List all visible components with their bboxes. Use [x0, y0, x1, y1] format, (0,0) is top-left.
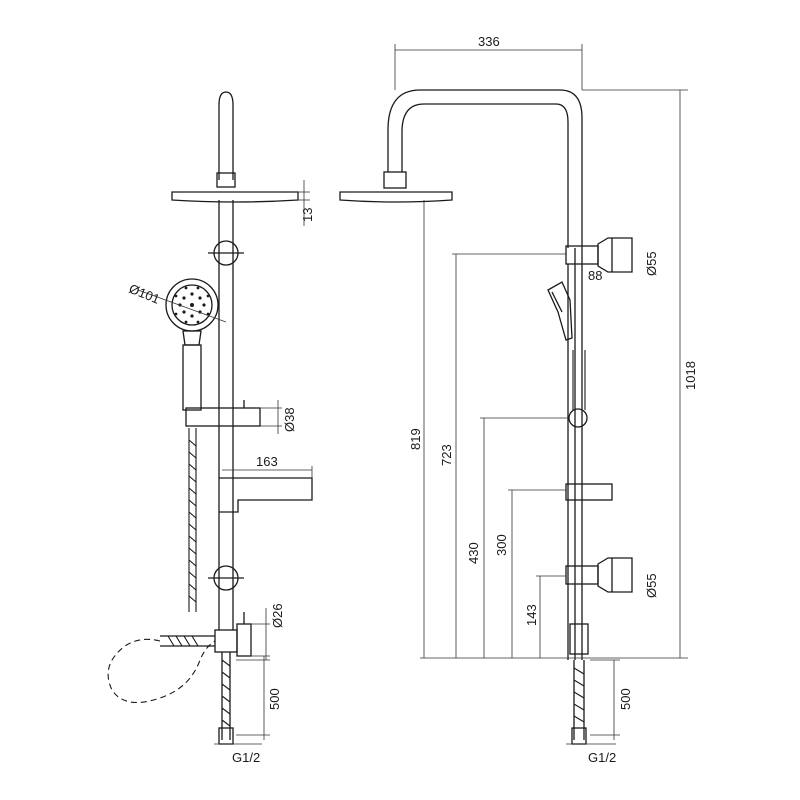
left-riser-pipe	[218, 91, 234, 180]
dim-shelf-length: 163	[256, 454, 278, 469]
dim-outlet-length-right: 500	[618, 688, 633, 710]
hand-shower-detail	[551, 291, 563, 313]
dim-top-bracket-height: 723	[439, 444, 454, 466]
dim-head-height: 819	[408, 428, 423, 450]
hand-shower-nozzles	[174, 286, 210, 324]
dim-outlet-length-left: 500	[267, 688, 282, 710]
hand-shower-neck	[182, 330, 202, 346]
right-outlet-braid	[573, 667, 585, 723]
dim-head-thickness: 13	[300, 208, 315, 222]
dim-shelf-height: 300	[494, 534, 509, 556]
bottom-wall-bracket	[597, 557, 633, 593]
hand-shower-inner	[171, 284, 213, 326]
dim-connection-right: G1/2	[588, 750, 616, 765]
left-view: 13 Ø101 Ø38	[107, 91, 315, 765]
diverter-body	[214, 629, 238, 653]
dim-total-height: 1018	[683, 361, 698, 390]
dim-handshower-diameter: Ø101	[127, 281, 162, 307]
outlet-nut	[218, 727, 234, 745]
dim-bottom-bracket-diameter: Ø55	[644, 573, 659, 598]
hose-loop	[107, 638, 216, 704]
slider-holder	[185, 407, 261, 427]
dim-bracket-depth: 88	[588, 268, 602, 283]
top-wall-bracket	[597, 237, 633, 273]
hand-shower-front	[547, 281, 573, 341]
right-slider	[568, 408, 588, 428]
hand-shower-handle	[182, 344, 202, 411]
right-view: 336 Ø55 88 Ø55	[339, 34, 698, 765]
dim-holder-height: 430	[466, 542, 481, 564]
dim-holder-diameter: Ø38	[282, 407, 297, 432]
left-shower-head	[171, 191, 299, 203]
overhead-arm-inner	[401, 103, 569, 248]
dim-head-width: 336	[478, 34, 500, 49]
overhead-arm-outer	[387, 89, 583, 248]
head-connector-right	[383, 171, 407, 189]
diverter-knob	[236, 623, 252, 657]
dim-mixer-diameter: Ø26	[270, 603, 285, 628]
dim-connection-left: G1/2	[232, 750, 260, 765]
right-mixer	[569, 623, 589, 655]
dim-line	[137, 289, 227, 323]
right-shower-head	[339, 191, 453, 203]
head-connector	[216, 172, 236, 188]
outlet-braid	[221, 659, 231, 727]
soap-shelf	[219, 477, 313, 513]
dim-top-bracket-diameter: Ø55	[644, 251, 659, 276]
right-shelf	[565, 483, 613, 501]
hose-braid	[167, 635, 199, 647]
hose-braid	[188, 439, 197, 603]
dim-bottom-bracket-height: 143	[524, 604, 539, 626]
